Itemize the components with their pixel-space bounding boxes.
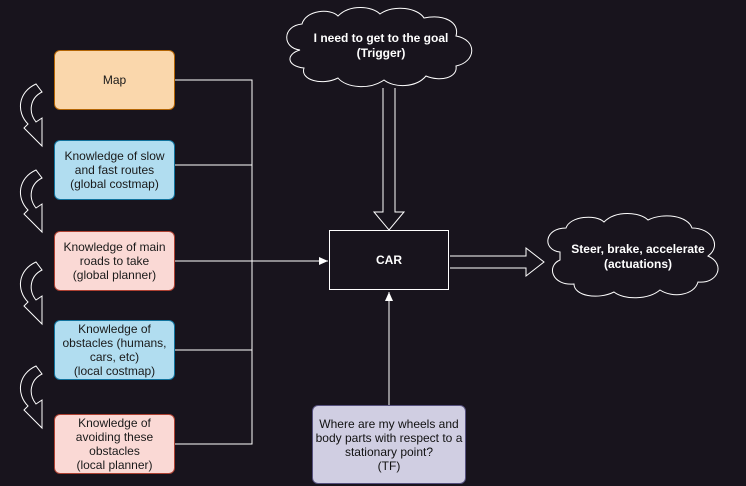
- input-connectors: [175, 79, 328, 445]
- curved-arrow-3: [20, 261, 43, 326]
- trigger-cloud-shape: [286, 7, 473, 87]
- local-costmap-node: Knowledge of obstacles (humans, cars, et…: [54, 320, 175, 380]
- global-planner-node: Knowledge of main roads to take (global …: [54, 231, 175, 291]
- trigger-to-car-arrow: [372, 88, 406, 231]
- curved-arrow-4: [20, 365, 43, 430]
- local-planner-node: Knowledge of avoiding these obstacles (l…: [54, 414, 175, 474]
- map-node: Map: [54, 50, 175, 110]
- actuations-cloud-shape: [547, 213, 719, 299]
- curved-arrow-2: [20, 169, 43, 234]
- trigger-cloud-label: I need to get to the goal (Trigger): [313, 31, 449, 60]
- car-to-actuations-arrow: [450, 246, 545, 278]
- curved-arrow-1: [20, 83, 43, 148]
- tf-node: Where are my wheels and body parts with …: [312, 405, 466, 484]
- hierarchy-curved-arrows: [20, 83, 43, 430]
- car-node: CAR: [329, 230, 449, 290]
- actuations-cloud-label: Steer, brake, accelerate (actuations): [571, 242, 705, 271]
- global-costmap-node: Knowledge of slow and fast routes (globa…: [54, 140, 175, 200]
